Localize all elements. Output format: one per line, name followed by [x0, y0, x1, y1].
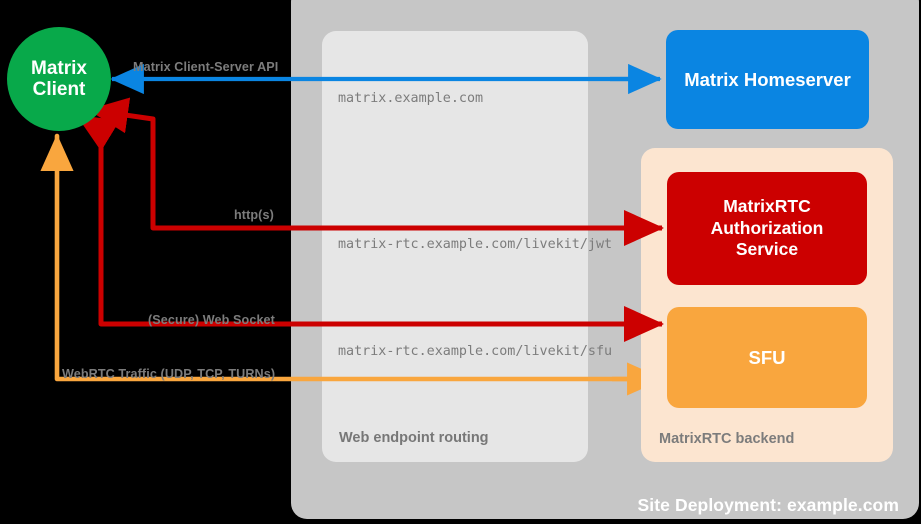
- node-matrix-client[interactable]: Matrix Client: [7, 27, 111, 131]
- node-sfu[interactable]: SFU: [667, 307, 867, 408]
- edge-label-https: http(s): [234, 208, 274, 222]
- auth-line1: MatrixRTC: [723, 196, 811, 217]
- auth-line3: Service: [735, 239, 799, 260]
- site-deployment-label: Site Deployment: example.com: [637, 495, 899, 515]
- backend-panel-label: MatrixRTC backend: [659, 431, 795, 447]
- edge-label-webrtc: WebRTC Traffic (UDP, TCP, TURNs): [62, 367, 276, 381]
- homeserver-label: Matrix Homeserver: [684, 68, 851, 90]
- edge-label-websocket: (Secure) Web Socket: [148, 313, 275, 327]
- node-matrixrtc-authorization-service[interactable]: MatrixRTC Authorization Service: [667, 172, 867, 285]
- matrix-client-line2: Client: [32, 79, 86, 100]
- edge-label-client-server-api: Matrix Client-Server API: [133, 60, 279, 74]
- node-matrix-homeserver[interactable]: Matrix Homeserver: [666, 30, 869, 129]
- auth-line2: Authorization: [710, 217, 824, 238]
- web-endpoint-routing-panel: [322, 31, 588, 462]
- sfu-label: SFU: [748, 346, 786, 368]
- matrix-client-line1: Matrix: [31, 57, 87, 79]
